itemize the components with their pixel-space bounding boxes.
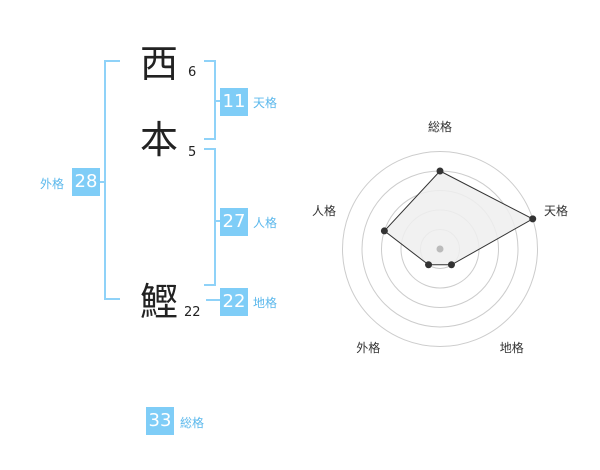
radar-label-tenkaku: 天格 <box>544 204 569 219</box>
name-char-3-strokes: 22 <box>184 305 201 320</box>
soukaku-badge: 33 <box>146 407 174 435</box>
radar-point-0 <box>436 167 444 175</box>
soukaku-label: 総格 <box>180 416 205 430</box>
name-char-1-strokes: 6 <box>188 65 197 80</box>
gaikaku-label: 外格 <box>40 177 65 191</box>
name-char-2-strokes: 5 <box>188 145 197 160</box>
radar-label-gaikaku: 外格 <box>356 340 381 355</box>
radar-label-jinkaku: 人格 <box>311 204 336 219</box>
tenkaku-label: 天格 <box>253 96 278 110</box>
radar-label-soukaku: 総格 <box>427 120 452 134</box>
radar-center <box>436 245 444 253</box>
radar-label-chikaku: 地格 <box>499 340 524 355</box>
radar-point-3 <box>425 261 433 269</box>
tenkaku-badge: 11 <box>220 88 248 116</box>
chikaku-badge: 22 <box>220 288 248 316</box>
radar-point-2 <box>447 261 455 269</box>
jinkaku-badge: 27 <box>220 208 248 236</box>
radar-polygon <box>383 170 534 266</box>
radar-point-4 <box>380 227 388 235</box>
name-char-1: 西 <box>140 42 179 86</box>
name-char-3: 鰹 <box>140 280 179 324</box>
jinkaku-label: 人格 <box>253 216 278 230</box>
radar-ring-5 <box>342 151 538 347</box>
chikaku-label: 地格 <box>253 296 278 310</box>
radar-point-1 <box>529 215 537 223</box>
gaikaku-badge: 28 <box>72 168 100 196</box>
chikaku-connector <box>206 299 220 301</box>
name-char-2: 本 <box>140 118 179 162</box>
